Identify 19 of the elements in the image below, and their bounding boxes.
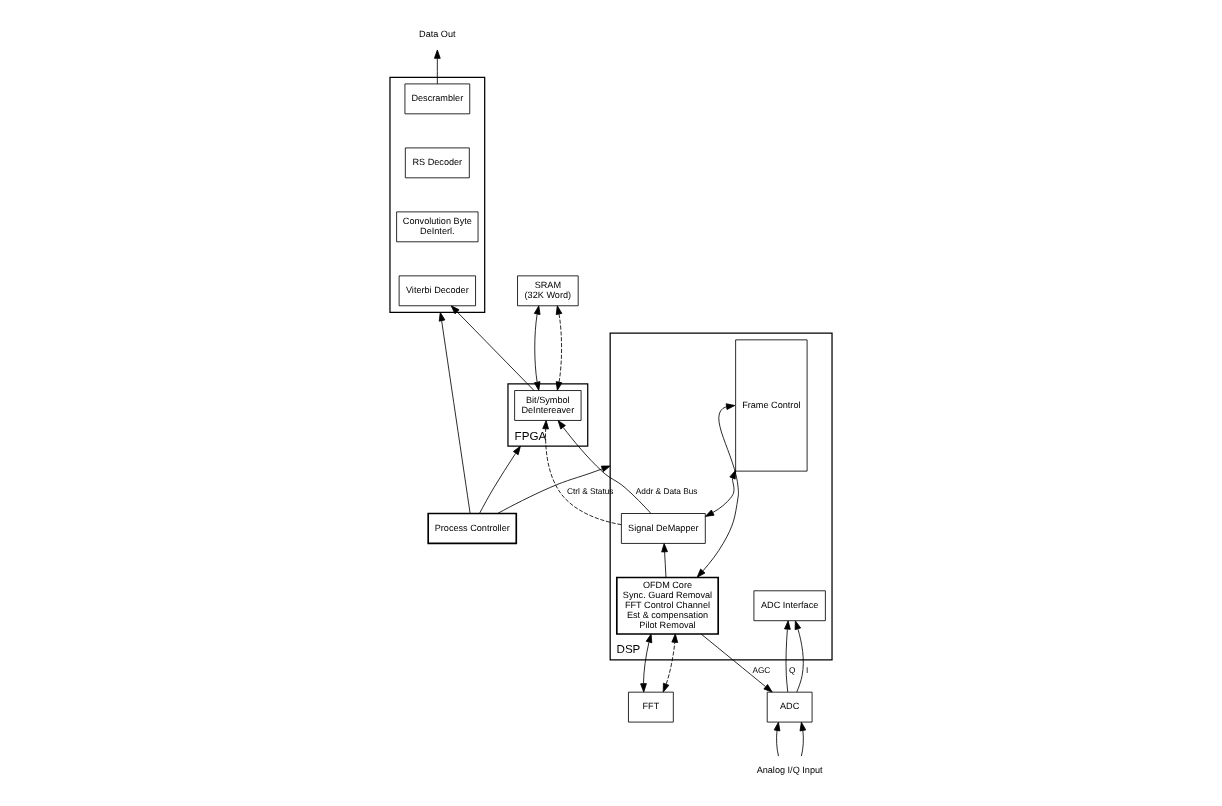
arrow — [533, 305, 541, 391]
arrow — [434, 49, 441, 85]
arrow — [773, 721, 781, 757]
arrow — [794, 620, 804, 693]
arrow — [696, 403, 739, 578]
arrow — [784, 620, 791, 693]
arrow — [700, 633, 773, 693]
arrow — [450, 305, 535, 391]
arrow — [661, 543, 668, 578]
arrow — [438, 312, 471, 514]
arrow — [799, 721, 807, 757]
arrow — [704, 469, 737, 517]
arrow — [557, 420, 652, 514]
arrow — [555, 305, 563, 391]
arrow — [542, 420, 622, 526]
arrow — [662, 633, 679, 693]
arrow — [479, 445, 521, 514]
arrow — [640, 633, 653, 693]
arrow — [497, 465, 611, 514]
